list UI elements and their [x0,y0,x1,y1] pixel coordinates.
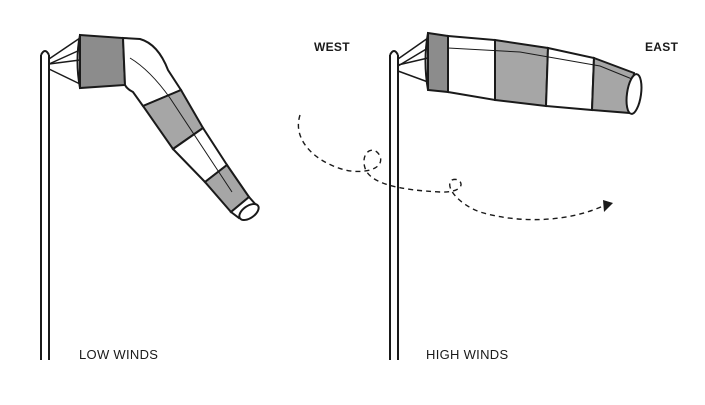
connector-right [398,38,428,82]
pole-left [41,51,49,360]
pole-right [390,51,398,360]
dashed-wind-arrow-icon [298,115,613,220]
low-winds-windsock [41,35,261,360]
windsock-drooping-icon [78,35,262,223]
west-direction-label: WEST [314,40,350,54]
high-winds-label: HIGH WINDS [426,347,508,362]
low-winds-label: LOW WINDS [79,347,158,362]
high-winds-windsock [390,33,644,360]
windsock-extended-icon [426,33,644,115]
connector-left [49,38,80,84]
east-direction-label: EAST [645,40,678,54]
